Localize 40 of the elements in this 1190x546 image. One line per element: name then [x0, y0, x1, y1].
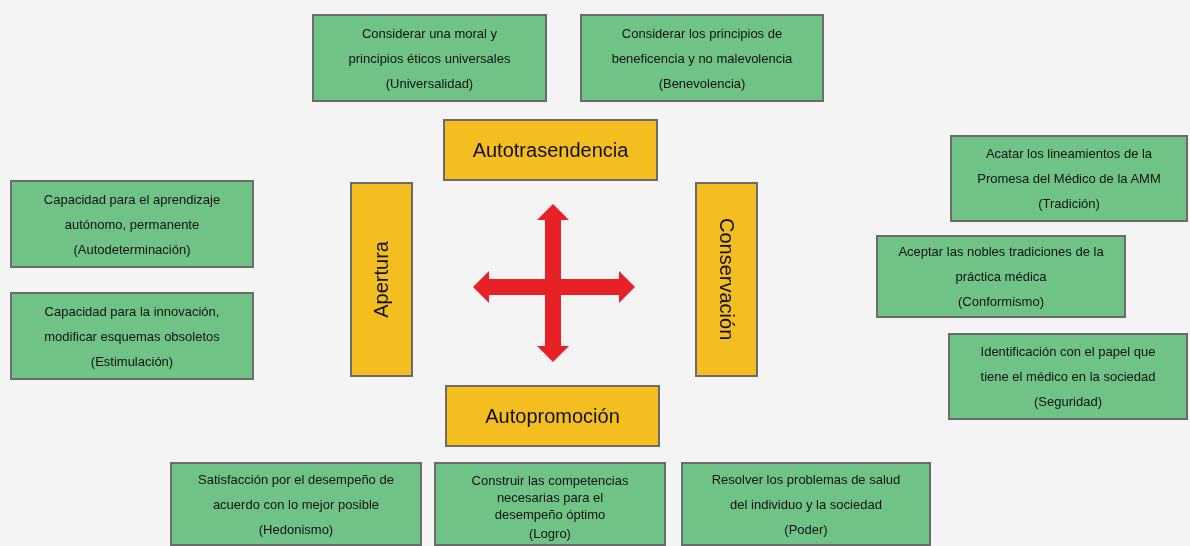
value-name: (Logro): [529, 525, 571, 542]
value-box: [681, 462, 931, 546]
arrow: [473, 271, 635, 303]
value-name: (Benevolencia): [658, 74, 746, 93]
dimension-box: [445, 385, 660, 447]
value-description: Identificación con el papel que tiene el médico en la sociedad: [979, 343, 1157, 386]
value-name: (Seguridad): [1034, 393, 1102, 411]
value-box: [312, 14, 547, 102]
value-name: (Hedonismo): [258, 520, 334, 539]
value-description: Considerar los principios de beneficencia y no malevolencia: [610, 24, 794, 68]
dimension-box: [350, 182, 413, 377]
dimension-label: Conservación: [715, 218, 738, 341]
value-name: (Estimulación): [90, 352, 174, 371]
dimension-box: [443, 119, 658, 181]
value-name: (Universalidad): [385, 74, 474, 93]
value-box: [876, 235, 1126, 318]
dimension-label: Apertura: [370, 241, 393, 318]
value-description: Resolver los problemas de salud del individuo y la sociedad: [710, 470, 902, 514]
dimension-label: Autotrasendencia: [472, 138, 629, 162]
value-description: Aceptar las nobles tradiciones de la práctica médica: [897, 243, 1105, 286]
value-name: (Conformismo): [958, 293, 1044, 311]
value-description: Construir las competencias necesarias para el desempeño óptimo: [470, 472, 630, 523]
value-name: (Poder): [784, 520, 828, 539]
value-description: Acatar los lineamientos de la Promesa del Médico de la AMM: [976, 145, 1162, 188]
arrow: [537, 204, 569, 362]
value-box: [10, 292, 254, 380]
value-description: Considerar una moral y principios éticos universales: [347, 24, 512, 68]
value-box: [948, 333, 1188, 420]
value-box: [170, 462, 422, 546]
value-box: [580, 14, 824, 102]
value-description: Satisfacción por el desempeño de acuerdo con lo mejor posible: [197, 470, 395, 514]
value-box: [10, 180, 254, 268]
value-box: [950, 135, 1188, 222]
value-name: (Autodeterminación): [73, 240, 191, 259]
value-description: Capacidad para la innovación, modificar esquemas obsoletos: [43, 302, 221, 346]
dimension-label: Autopromoción: [485, 404, 620, 428]
value-name: (Tradición): [1038, 195, 1100, 213]
value-box: [434, 462, 666, 546]
value-description: Capacidad para el aprendizaje autónomo, permanente: [42, 190, 222, 234]
dimension-box: [695, 182, 758, 377]
